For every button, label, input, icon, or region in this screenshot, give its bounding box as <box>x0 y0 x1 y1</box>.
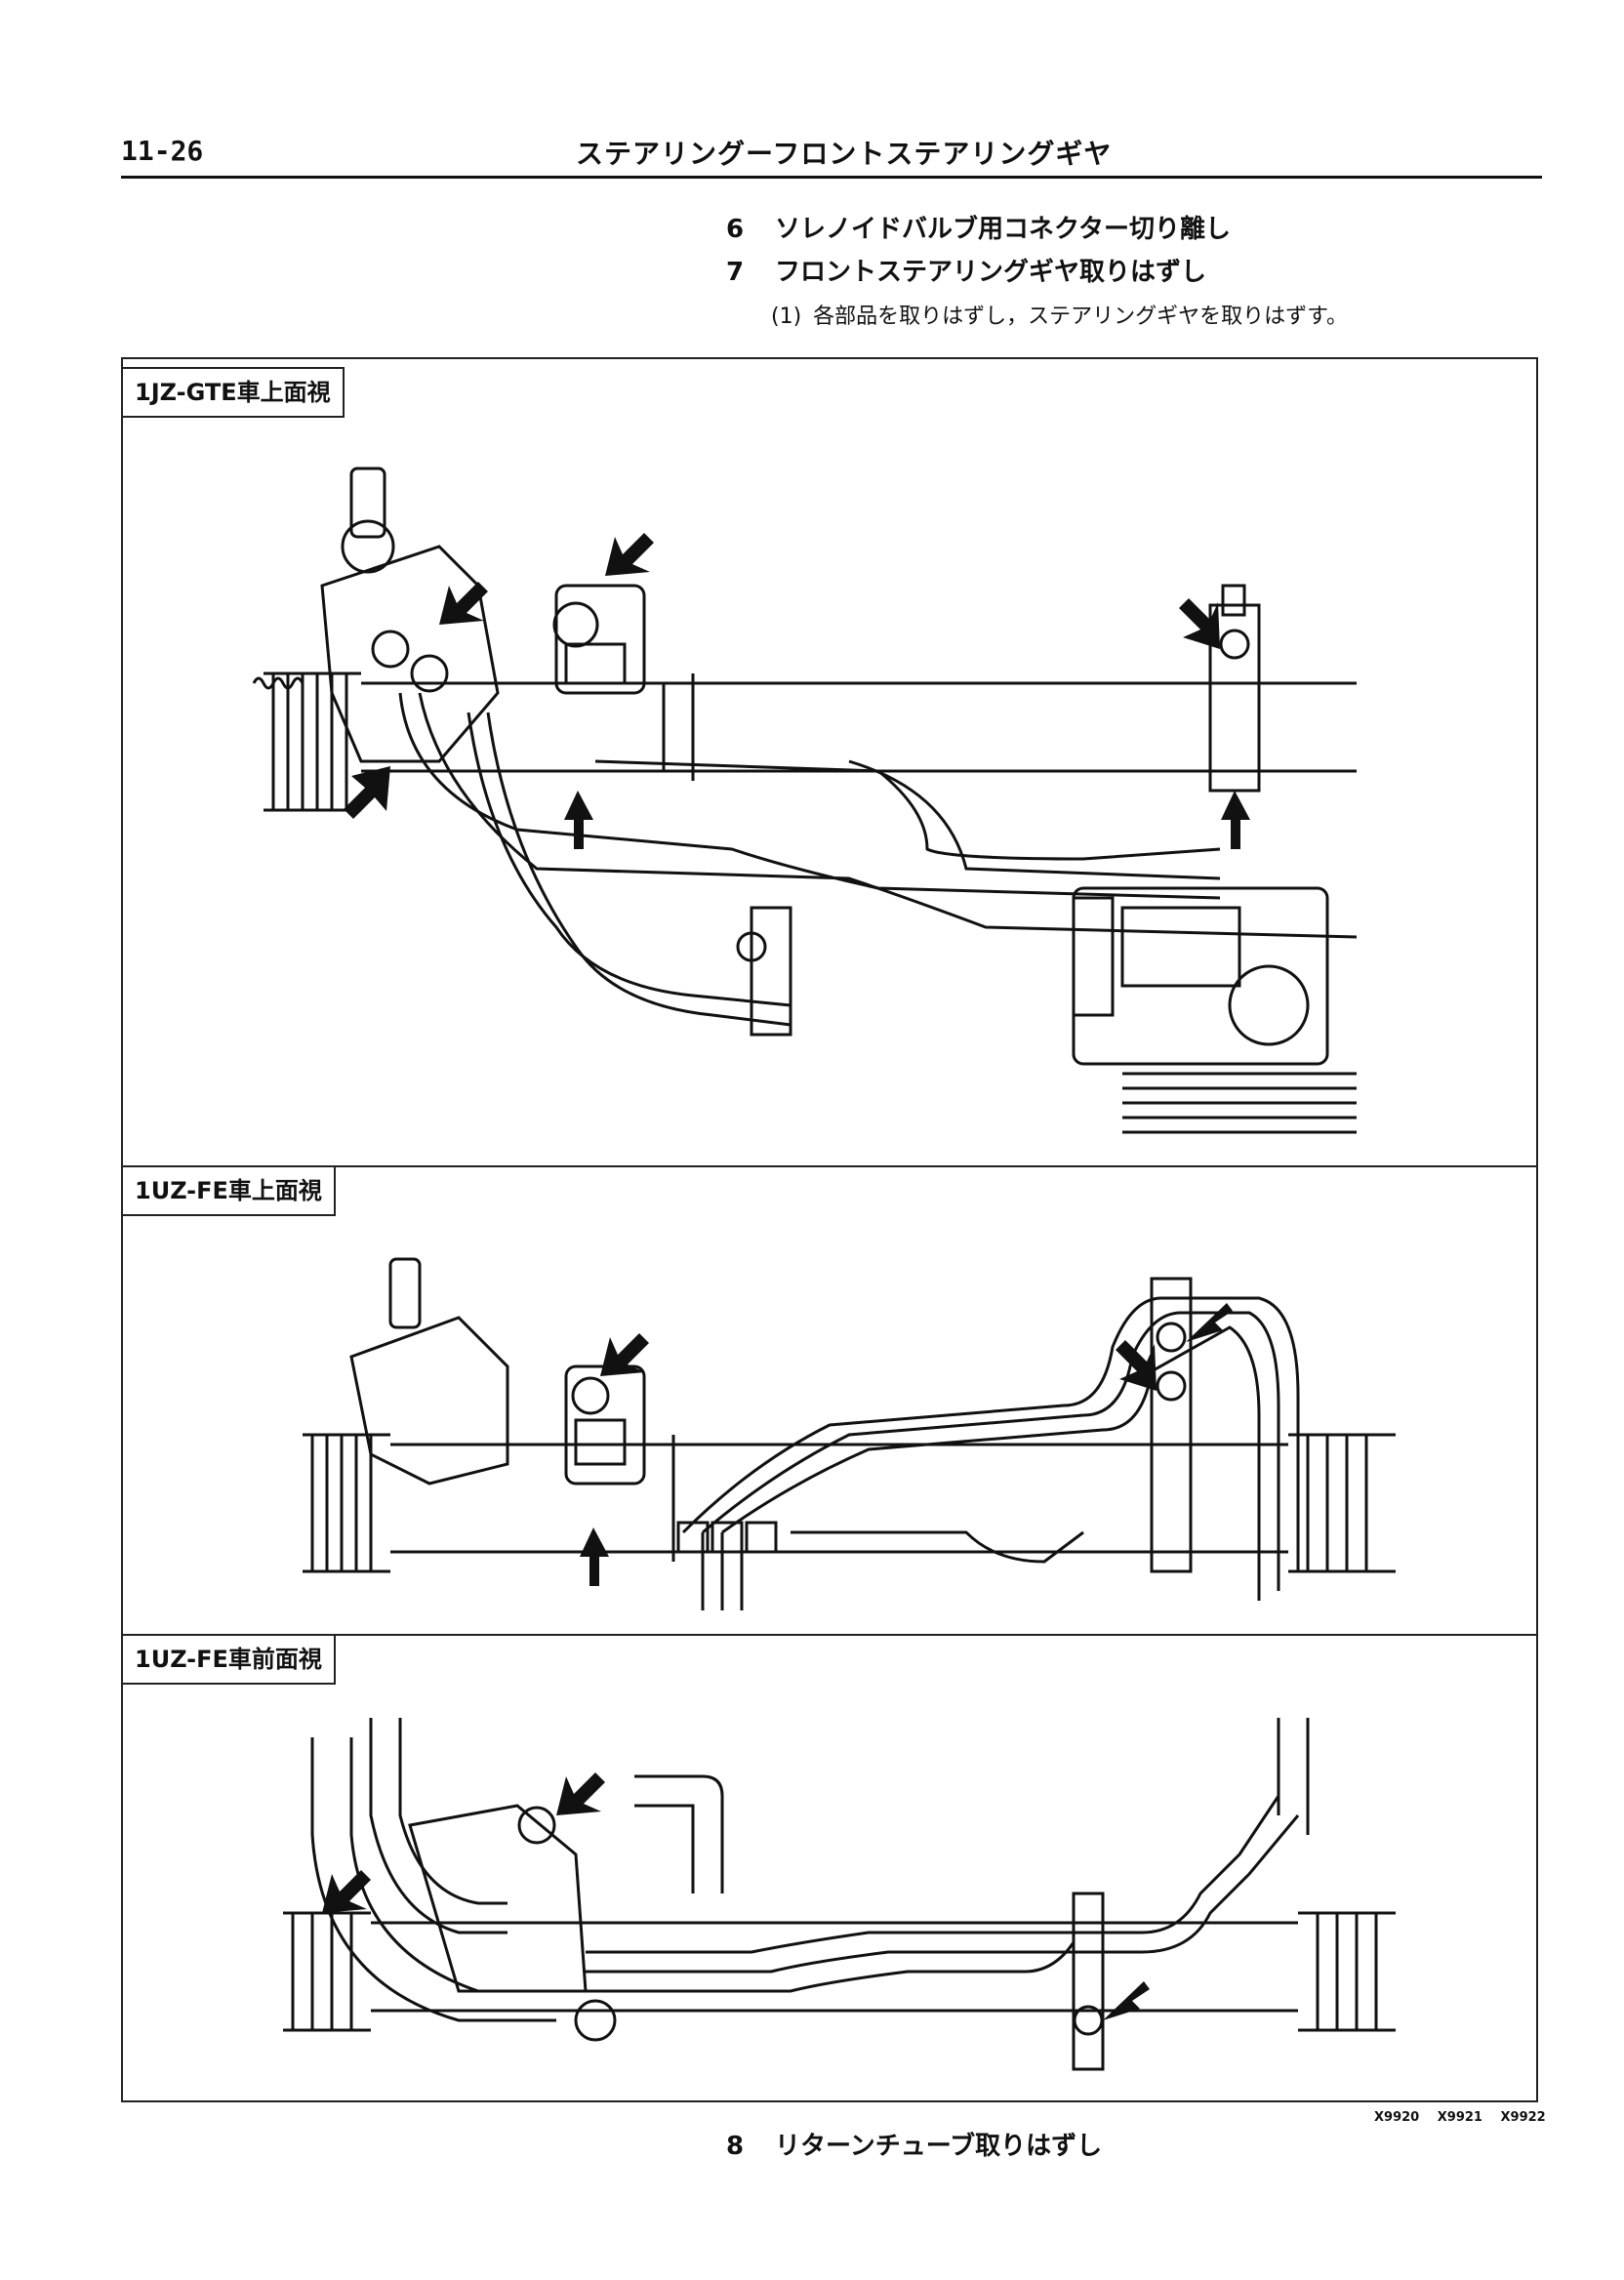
step-number: 6 <box>726 215 745 244</box>
figure-code: X9922 <box>1500 2110 1546 2125</box>
return-tube <box>486 712 792 1027</box>
figure-code: X9921 <box>1437 2110 1482 2125</box>
view-label-1jz-gte-top: 1JZ-GTE車上面視 <box>121 367 345 418</box>
substep-number: (1) <box>771 305 802 329</box>
clamp-bolt <box>1219 629 1250 660</box>
fluid-line <box>586 1814 1300 1974</box>
gear-box <box>320 545 500 763</box>
bellows-boot <box>1288 1433 1396 1573</box>
pointer-arrow <box>564 791 593 849</box>
figure-frame <box>121 357 1538 2102</box>
bolt <box>371 630 410 669</box>
figure-code: X9920 <box>1374 2110 1420 2125</box>
step-7: 7 フロントステアリングギヤ取りはずし <box>726 252 1206 288</box>
line-clamp <box>676 1521 710 1554</box>
pointer-arrow <box>1179 598 1220 649</box>
line-clamp <box>745 1521 778 1554</box>
clamp <box>1150 1277 1193 1573</box>
fluid-line <box>681 1296 1300 1571</box>
steering-gear-drawing-1uz-fe-front <box>283 1718 1396 2071</box>
pointer-arrow <box>1186 1303 1233 1342</box>
mounting-bracket <box>554 584 646 695</box>
panel-divider <box>121 1634 1538 1636</box>
bolt <box>517 1806 556 1845</box>
fluid-line <box>594 759 1221 861</box>
gear-box <box>408 1804 588 1993</box>
gear-box <box>349 1316 509 1486</box>
pointer-arrow <box>439 582 488 625</box>
pressure-tube <box>398 692 1221 900</box>
bellows-boot <box>252 672 361 812</box>
reservoir-tube <box>634 1774 724 1893</box>
step-text: ソレノイドバルブ用コネクター切り離し <box>775 215 1231 244</box>
fluid-line <box>586 1941 1076 1993</box>
mount-bolt <box>552 601 599 648</box>
substep-text: 各部品を取りはずし，ステアリングギヤを取りはずす。 <box>813 305 1348 329</box>
pressure-tube <box>398 1718 508 1905</box>
bolt <box>410 654 449 693</box>
right-tube <box>1277 1718 1310 1835</box>
header-rule <box>121 176 1542 179</box>
view-label-1uz-fe-top: 1UZ-FE車上面視 <box>121 1165 336 1216</box>
pointer-arrow <box>1103 1981 1150 2020</box>
substep-1: (1) 各部品を取りはずし，ステアリングギヤを取りはずす。 <box>771 299 1348 330</box>
mount-bolt <box>571 1376 610 1415</box>
pressure-tube <box>418 692 1357 939</box>
pointer-arrow <box>1221 791 1250 849</box>
return-tube <box>349 1737 556 1993</box>
pointer-arrow <box>605 533 654 576</box>
step-text: リターンチューブ取りはずし <box>775 2132 1103 2161</box>
fluid-line <box>586 1795 1280 1954</box>
pointer-arrow <box>600 1333 649 1376</box>
step-8: 8 リターンチューブ取りはずし <box>726 2126 1102 2162</box>
pointer-arrow <box>580 1527 609 1586</box>
line-clamp <box>1072 896 1115 1017</box>
rack-housing <box>390 1435 1288 1562</box>
step-text: フロントステアリングギヤ取りはずし <box>775 258 1207 287</box>
bellows-boot <box>303 1433 390 1573</box>
clamp <box>1072 1892 1105 2071</box>
step-number: 7 <box>726 258 745 287</box>
step-number: 8 <box>726 2132 745 2161</box>
pointer-arrow <box>322 1870 371 1913</box>
step-6: 6 ソレノイドバルブ用コネクター切り離し <box>726 209 1231 245</box>
line-clamp <box>750 906 792 1037</box>
steering-gear-drawing-1jz-gte-top <box>252 467 1357 1134</box>
page-number: 11-26 <box>121 135 204 167</box>
pump-pulley <box>1122 1072 1357 1134</box>
line-clamp <box>710 1521 744 1554</box>
figure-codes: X9920 X9921 X9922 <box>1360 2110 1546 2125</box>
bellows-boot <box>1298 1911 1396 2032</box>
input-shaft <box>349 467 386 539</box>
clamp-bolt <box>1073 2005 1104 2036</box>
return-tube <box>467 712 792 1007</box>
mount-bolt <box>574 1999 617 2042</box>
return-tube <box>310 1737 556 2022</box>
rack-housing <box>371 1921 1298 2013</box>
steering-gear-drawing-1uz-fe-top <box>303 1257 1396 1610</box>
clamp-bolt <box>1156 1370 1187 1402</box>
input-shaft <box>388 1257 422 1329</box>
pointer-arrow <box>1116 1340 1157 1391</box>
pointer-arrow <box>556 1772 605 1815</box>
view-label-1uz-fe-front: 1UZ-FE車前面視 <box>121 1634 336 1685</box>
pressure-tube <box>369 1718 508 1934</box>
return-tube <box>791 1530 1084 1564</box>
bellows-boot <box>283 1911 371 2032</box>
pointer-arrow <box>344 766 390 819</box>
page-title: ステアリングーフロントステアリングギヤ <box>576 138 1113 170</box>
fluid-line <box>848 759 1221 880</box>
fluid-line <box>721 1325 1261 1601</box>
panel-divider <box>121 1165 1538 1167</box>
clamp-bolt <box>1156 1322 1187 1353</box>
